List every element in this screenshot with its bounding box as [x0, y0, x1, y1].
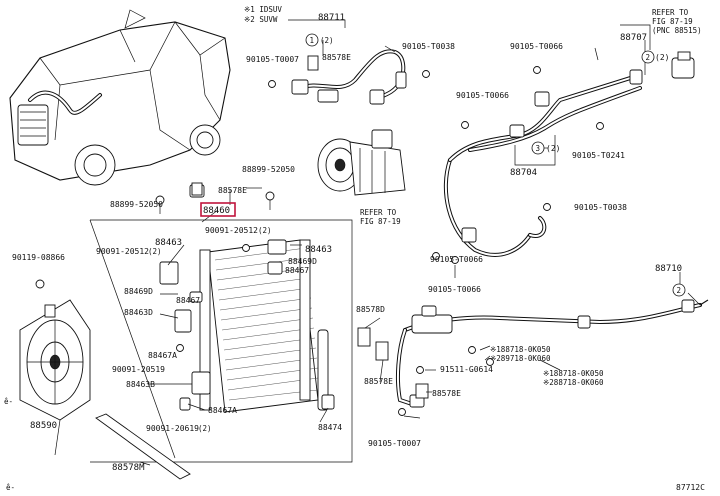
condenser-group-box	[89, 219, 353, 463]
label-88578e-m: 88578E	[364, 377, 393, 386]
label-88460: 88460	[203, 206, 230, 216]
label-88578e-top: 88578E	[322, 53, 351, 62]
label-88467-a: 88467	[285, 266, 309, 275]
label-88711: 88711	[318, 13, 345, 23]
leader-lines	[54, 19, 701, 466]
qty-90091-20619: (2)	[198, 424, 212, 433]
label-88899-52050-b: 88899-52050	[110, 200, 163, 209]
refer-top-1: REFER TO	[652, 8, 689, 17]
label-90105-t0066-c: 90105-T0066	[430, 255, 483, 264]
label-90091-20512-a: 90091-20512	[205, 226, 258, 235]
label-90091-20519-a: 90091-20519	[112, 365, 165, 374]
callout-3-text: 3	[536, 144, 541, 153]
qty-88704: (2)	[546, 144, 560, 153]
label-88463-b: 88463	[305, 245, 332, 255]
seals	[191, 55, 429, 399]
figure-code: 87712C	[676, 483, 705, 492]
label-88474: 88474	[318, 423, 342, 432]
qty-90091-20512-a: (2)	[258, 226, 272, 235]
label-90105-t0066-d: 90105-T0066	[428, 285, 481, 294]
callout-circles: 1 2 3 2	[305, 33, 686, 297]
label-88704: 88704	[510, 168, 537, 178]
label-88578m: 88578M	[112, 463, 145, 473]
bracket-88515	[671, 51, 695, 79]
callout-1	[305, 33, 319, 47]
qty-88711: (2)	[320, 36, 334, 45]
callout-2b	[672, 283, 686, 297]
highlight-88460-box	[200, 202, 236, 217]
note-1: ※1 IDSUV	[244, 5, 282, 14]
callout-3	[531, 141, 545, 155]
label-88467a-a: 88467A	[148, 351, 177, 360]
label-90105-t0038-a: 90105-T0038	[402, 42, 455, 51]
label-88707: 88707	[620, 33, 647, 43]
label-88899-52050-a: 88899-52050	[242, 165, 295, 174]
condenser-88460	[199, 239, 329, 413]
callout-2-text: 2	[646, 53, 651, 62]
label-c289718-0k060-a: ※289718-0K060	[490, 354, 551, 363]
seal-strip-88578m	[95, 413, 191, 480]
refer-comp-1: REFER TO	[360, 208, 397, 217]
label-90119-08866: 90119-08866	[12, 253, 65, 262]
label-88469d-b: 88469D	[124, 287, 153, 296]
label-90091-20619: 90091-20619	[146, 424, 199, 433]
vehicle-illustration	[9, 9, 231, 186]
callout-2	[641, 50, 655, 64]
refer-top-2: FIG 87-19	[652, 17, 693, 26]
label-88467-b: 88467	[176, 296, 200, 305]
labels: ※1 IDSUV ※2 SUVW 88711 (2) 88578E 90105-…	[4, 5, 705, 492]
mark-bottom: ê-	[6, 483, 15, 492]
label-88463-a: 88463	[155, 238, 182, 248]
label-88469d-a: 88469D	[288, 257, 317, 266]
bolts	[268, 66, 604, 416]
label-88463b: 88463B	[126, 380, 155, 389]
label-c288718-0k060: ※288718-0K060	[543, 378, 604, 387]
ac-compressor	[317, 129, 406, 196]
fan-shroud-88590	[19, 279, 91, 421]
label-88463d: 88463D	[124, 308, 153, 317]
refer-comp-2: FIG 87-19	[360, 217, 401, 226]
label-88578e-bot: 88578E	[432, 389, 461, 398]
label-90105-t0007-a: 90105-T0007	[246, 55, 299, 64]
label-88578e-mid: 88578E	[218, 186, 247, 195]
note-2: ※2 SUVW	[244, 15, 278, 24]
label-90105-t0066-a: 90105-T0066	[510, 42, 563, 51]
qty-88707: (2)	[655, 53, 669, 62]
mark-left: ê-	[4, 397, 13, 406]
label-c188718-0k050-b: ※188718-0K050	[543, 369, 604, 378]
suction-pipes-88704	[395, 40, 709, 408]
label-90105-t0038-b: 90105-T0038	[574, 203, 627, 212]
label-88710: 88710	[655, 264, 682, 274]
label-90091-20512-b: 90091-20512	[96, 247, 149, 256]
label-88590: 88590	[30, 421, 57, 431]
label-91511-g0614: 91511-G0614	[440, 365, 493, 374]
label-90105-t0066-b: 90105-T0066	[456, 91, 509, 100]
condenser-brackets	[155, 184, 335, 411]
qty-90091-20512-b: (2)	[148, 247, 162, 256]
label-88467a-b: 88467A	[208, 406, 237, 415]
label-90105-t0007-b: 90105-T0007	[368, 439, 421, 448]
callout-1-text: 1	[310, 36, 315, 45]
label-c188718-0k050-a: ※188718-0K050	[490, 345, 551, 354]
callout-2b-text: 2	[677, 286, 682, 295]
label-90105-t0241: 90105-T0241	[572, 151, 625, 160]
refer-top-3: (PNC 88515)	[652, 26, 702, 35]
label-88578d: 88578D	[356, 305, 385, 314]
